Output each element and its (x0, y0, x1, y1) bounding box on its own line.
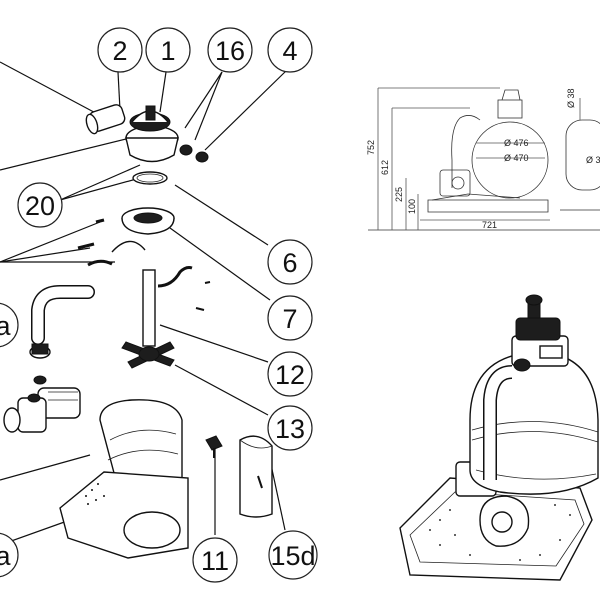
assembled-filter-illustration (399, 294, 599, 581)
dim-470-label: Ø 470 (504, 153, 529, 163)
part-6-flange (121, 207, 175, 235)
callout-1: 1 (145, 27, 191, 73)
small-hardware-pieces (77, 218, 146, 267)
dimension-drawing (368, 87, 600, 231)
part-11-small-fitting (205, 435, 223, 458)
callout-16-label: 16 (215, 36, 245, 66)
dim-100-label: 100 (407, 199, 417, 214)
dimension-labels: Ø 476 Ø 470 752 612 225 100 721 Ø 38 Ø 3 (366, 88, 600, 230)
callout-11: 11 (192, 537, 238, 583)
callout-a-upper-label: a (0, 311, 11, 341)
part-a-elbow-pipe (29, 285, 95, 385)
callout-a-lower-label: a (0, 541, 11, 571)
callout-1-label: 1 (160, 36, 175, 66)
callout-13: 13 (267, 405, 313, 451)
dim-476-label: Ø 476 (504, 138, 529, 148)
part-12-lateral-pipe (142, 266, 211, 347)
dim-721-label: 721 (482, 220, 497, 230)
callout-13-label: 13 (275, 414, 305, 444)
dim-38-label: Ø 38 (566, 88, 576, 108)
callout-20: 20 (17, 182, 63, 228)
part-15d-tube (239, 435, 273, 518)
multiport-valve-assembly (85, 104, 209, 185)
callout-16: 16 (207, 27, 253, 73)
callout-6-label: 6 (282, 248, 297, 278)
callout-12-label: 12 (275, 360, 305, 390)
callout-a-lower: a (0, 532, 19, 578)
callout-2-label: 2 (112, 36, 127, 66)
dim-752-label: 752 (366, 140, 376, 155)
part-13-laterals-hub (121, 341, 175, 369)
callout-12: 12 (267, 351, 313, 397)
callout-4: 4 (267, 27, 313, 73)
callout-15d: 15d (268, 530, 318, 580)
callout-6: 6 (267, 239, 313, 285)
callout-15d-label: 15d (270, 541, 315, 571)
callout-2: 2 (97, 27, 143, 73)
dim-3-label: Ø 3 (586, 155, 600, 165)
dim-612-label: 612 (380, 160, 390, 175)
callout-20-label: 20 (25, 191, 55, 221)
callout-7-label: 7 (282, 304, 297, 334)
filter-base-housing (59, 399, 189, 559)
callout-11-label: 11 (201, 546, 229, 576)
dim-225-label: 225 (394, 187, 404, 202)
pump-motor (3, 387, 81, 433)
callout-7: 7 (267, 295, 313, 341)
callout-a-upper: a (0, 302, 19, 348)
callout-4-label: 4 (282, 36, 297, 66)
